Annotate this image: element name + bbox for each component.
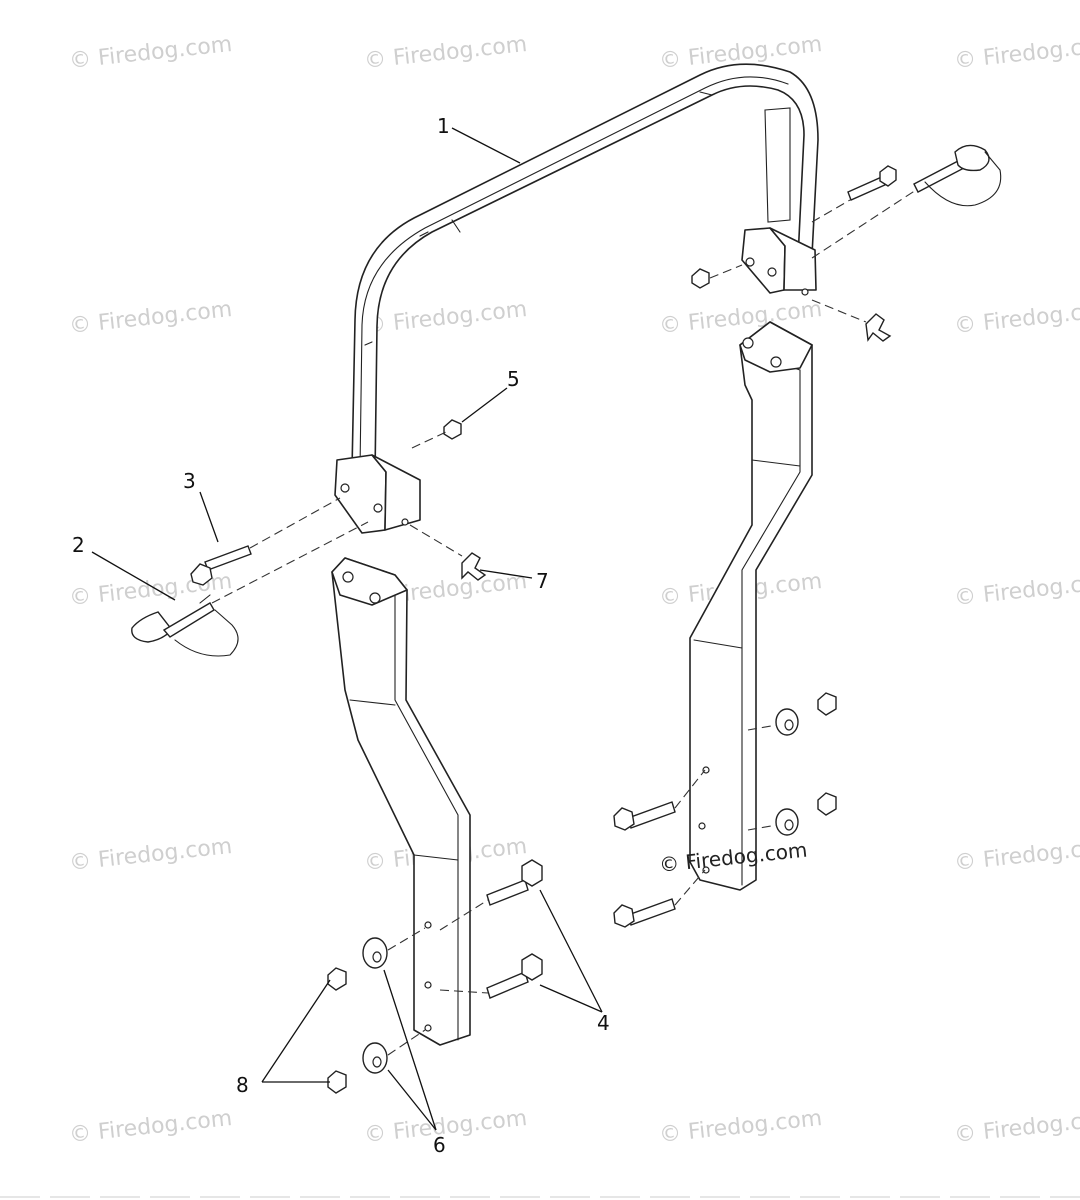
watermark: © Firedog.com [658,297,823,339]
right-side-hardware [613,144,1002,928]
watermark: © Firedog.com [68,1106,233,1148]
watermark-grid: © Firedog.com © Firedog.com © Firedog.co… [68,32,1080,1148]
watermark: © Firedog.com [953,834,1080,876]
watermark: © Firedog.com [363,32,528,74]
watermark: © Firedog.com [68,32,233,74]
left-side-hardware [131,419,543,1094]
callout-7: 7 [536,569,549,593]
watermark: © Firedog.com [953,32,1080,74]
assembly-lines [211,189,917,1056]
callout-6: 6 [433,1133,446,1157]
watermark: © Firedog.com [68,834,233,876]
watermark: © Firedog.com [658,1106,823,1148]
watermark: © Firedog.com [953,297,1080,339]
callout-2: 2 [72,533,85,557]
watermark: © Firedog.com [363,297,528,339]
left-lower-leg [331,557,471,1046]
callout-4: 4 [597,1011,610,1035]
watermark: © Firedog.com [953,569,1080,611]
watermark: © Firedog.com [953,1106,1080,1148]
right-lower-leg [689,321,813,891]
watermark: © Firedog.com [68,297,233,339]
callout-1: 1 [437,114,450,138]
callout-3: 3 [183,469,196,493]
callout-5: 5 [507,367,520,391]
callout-8: 8 [236,1073,249,1097]
upper-roll-bar [334,63,819,534]
leader-lines [91,127,603,1131]
callout-labels: 1 2 3 4 5 6 7 8 [72,114,610,1157]
